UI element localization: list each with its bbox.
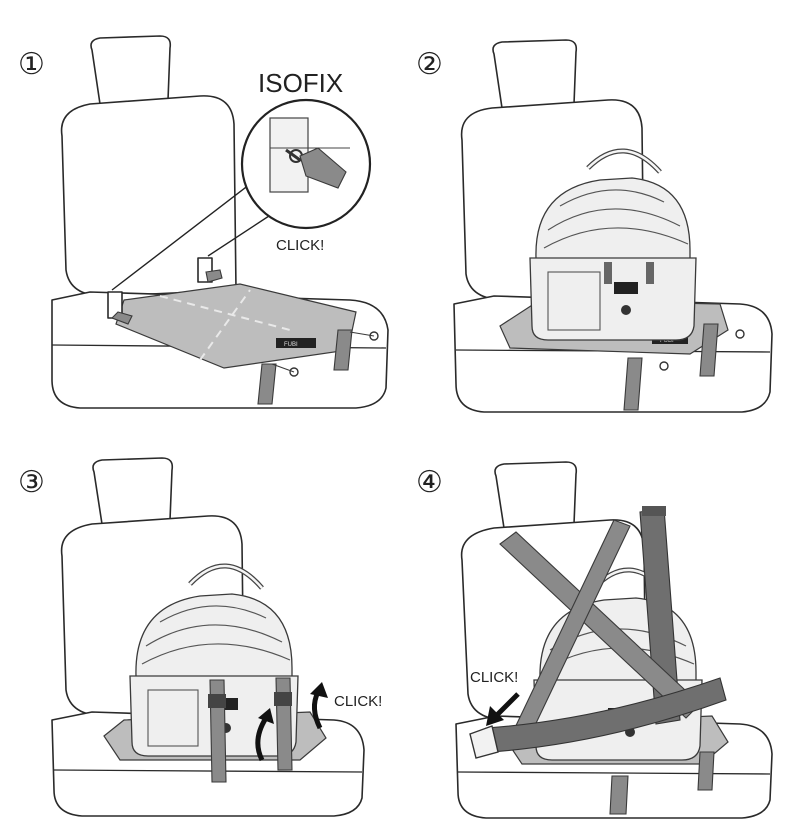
- svg-text:FUBI: FUBI: [284, 342, 298, 348]
- step-1-number: ①: [18, 48, 45, 81]
- click-callout-1: CLICK!: [276, 237, 324, 254]
- step-2-panel: ② FUBI: [416, 39, 773, 413]
- click-callout-4: CLICK!: [470, 669, 518, 686]
- isofix-label: ISOFIX: [258, 68, 343, 98]
- tether-straps-2: [623, 323, 745, 411]
- brand-tag: [276, 338, 316, 348]
- seat-belt-buckle: [469, 725, 499, 759]
- click-callout-3: CLICK!: [334, 693, 382, 710]
- step-1-panel: ① ISOFIX FUBI: [18, 35, 389, 409]
- step-2-number: ②: [416, 48, 443, 81]
- click-arrows-3: [255, 682, 328, 762]
- zoom-leader-lines: [111, 177, 273, 291]
- step-4-panel: ④: [416, 461, 773, 819]
- step-4-number: ④: [416, 466, 443, 499]
- tether-straps-1: [257, 329, 379, 405]
- step-3-panel: ③: [18, 457, 382, 817]
- pet-carrier-2: [529, 148, 697, 341]
- click-arrow-4: [486, 692, 520, 726]
- step-3-number: ③: [18, 466, 45, 499]
- car-seat-belt: [485, 506, 727, 815]
- svg-text:FUBI: FUBI: [660, 338, 674, 344]
- buckle-straps-3: [208, 677, 293, 783]
- isofix-anchors: [107, 257, 223, 325]
- isofix-zoom-circle: [240, 98, 372, 230]
